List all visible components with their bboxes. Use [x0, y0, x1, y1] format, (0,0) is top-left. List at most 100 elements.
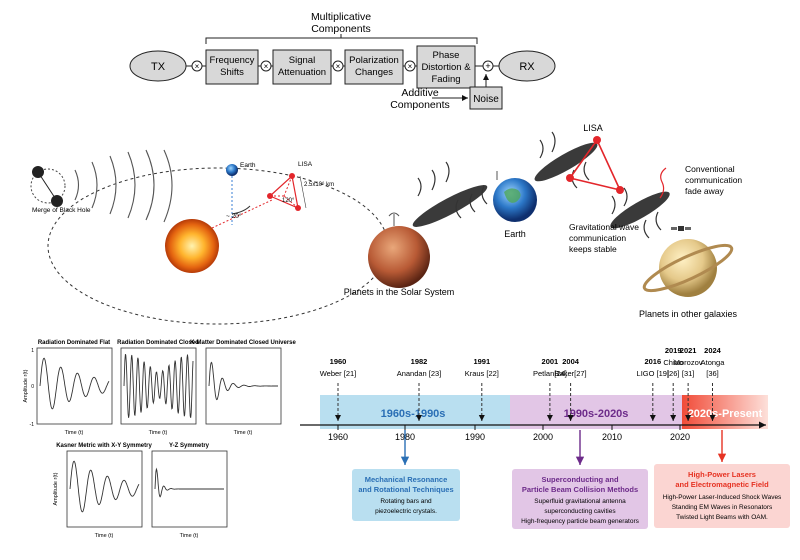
plot-ylabel: Amplitude r(t) [53, 472, 59, 505]
arm-length-marker [299, 175, 307, 209]
method-box-superconducting: Superconducting and Particle Beam Collis… [512, 469, 648, 529]
event-name: Atonga [701, 358, 726, 367]
box-title: High-Power Lasers [688, 470, 756, 479]
saturn-planet-icon [659, 239, 717, 297]
multiply-node [191, 60, 203, 72]
multiplicative-brace [205, 34, 478, 44]
multiply-symbol: × [264, 62, 269, 71]
event-year: 1982 [411, 357, 428, 366]
multiply-symbol: × [336, 62, 341, 71]
axis-tick-label: 1990 [465, 432, 485, 442]
multiply-node [260, 60, 272, 72]
earth-continent [504, 188, 521, 203]
event-name: Baker[27] [555, 369, 587, 378]
galaxy-lisa-triangle [568, 138, 622, 192]
box-line: superconducting cavities [544, 508, 616, 515]
box-title: and Rotational Techniques [358, 485, 453, 494]
block-text: Fading [431, 74, 460, 85]
block-text: Shifts [220, 67, 244, 78]
box-line: Twisted Light Beams with OAM. [676, 514, 768, 521]
add-node [482, 60, 494, 72]
event-year: 2016 [644, 357, 661, 366]
channel-model: TX RX × × × × + Frequency Shifts Signal [129, 11, 556, 111]
box-title: Superconducting and [541, 475, 619, 484]
multiply-node [332, 60, 344, 72]
merger-orbit [30, 168, 66, 204]
method-box-lasers: High-Power Lasers and Electromagnetic Fi… [654, 464, 790, 528]
gw-beam-right [534, 131, 598, 189]
plot-ytick: 1 [31, 348, 34, 354]
additive-label: Additive [401, 87, 439, 99]
gw-beam-left [412, 161, 488, 227]
galaxy-lisa-label: LISA [583, 123, 603, 133]
event-name: [26] [667, 369, 680, 378]
plot-kasner-xy: Kasner Metric with X-Y Symmetry Time (t)… [53, 443, 152, 539]
event-name: Kraus [22] [465, 369, 499, 378]
saturn-ring [642, 243, 734, 293]
block-text: Changes [355, 67, 393, 78]
event-name: Weber [21] [320, 369, 357, 378]
lisa-inner [283, 195, 299, 209]
box-line: Rotating bars and [380, 498, 432, 505]
event-name: LIGO [19] [637, 369, 670, 378]
plot-ytick: -1 [30, 422, 35, 428]
plot-kmatter-closed: K-Matter Dominated Closed Universe Time … [190, 340, 296, 436]
axis-tick-label: 1960 [328, 432, 348, 442]
galaxy-lisa-satellite [593, 136, 601, 144]
plot-title: Kasner Metric with X-Y Symmetry [56, 443, 152, 449]
lisa-satellite [295, 205, 301, 211]
event-year: 2019 [665, 346, 682, 355]
plot-xlabel: Time (t) [180, 533, 199, 539]
timeline: 1960s-1990s 1990s-2020s 2020s-Present 19… [300, 346, 790, 529]
wave-plots: Radiation Dominated Flat Time (t) Amplit… [23, 340, 297, 539]
box-line: High-Power Laser-Induced Shock Waves [663, 494, 782, 501]
satellite-icon [671, 226, 691, 231]
angle-120-label: 120° [282, 198, 295, 204]
gw-beam-lower [610, 187, 670, 239]
rx-label: RX [519, 61, 535, 73]
block-text: Signal [289, 55, 315, 66]
orbit-diagram: Merge of Black Hole Earth ~ 20° LISA 120… [30, 149, 389, 325]
method-box-mechanical: Mechanical Resonance and Rotational Tech… [352, 469, 460, 521]
multiplicative-label: Components [311, 23, 371, 35]
event-year: 2021 [680, 346, 697, 355]
plot-xlabel: Time (t) [149, 430, 168, 436]
block-polarization-changes: Polarization Changes [344, 49, 404, 85]
additive-label: Components [390, 99, 450, 111]
event-name: [31] [682, 369, 695, 378]
event-name: Chiao [663, 358, 683, 367]
planets-other-label: Planets in other galaxies [639, 309, 738, 319]
event-name: [36] [706, 369, 719, 378]
galaxy-earth-label: Earth [504, 229, 526, 239]
era-label-1: 1960s-1990s [381, 408, 446, 420]
event-year: 2024 [704, 346, 722, 355]
lisa-sun-line [211, 199, 273, 229]
axis-tick-label: 2020 [670, 432, 690, 442]
mars-planet-icon [368, 226, 430, 288]
plot-title: Y-Z Symmetry [169, 443, 210, 449]
plot-title: K-Matter Dominated Closed Universe [190, 340, 296, 346]
plot-ylabel: Amplitude r(t) [23, 369, 29, 402]
block-text: Attenuation [278, 67, 326, 78]
plot-title: Radiation Dominated Closed [117, 340, 199, 346]
event-year: 1991 [473, 357, 490, 366]
galaxy-lisa-satellite [616, 186, 624, 194]
gw-label: keeps stable [569, 244, 617, 254]
antenna-dish [388, 212, 400, 217]
gw-arcs [74, 149, 173, 223]
multiply-node [404, 60, 416, 72]
merger-link [37, 171, 58, 202]
merge-label: Merge of Black Hole [32, 207, 91, 214]
block-signal-attenuation: Signal Attenuation [272, 49, 332, 85]
event-year: 1960 [330, 357, 347, 366]
orbit-earth-label: Earth [240, 162, 256, 169]
era-band-3 [682, 395, 768, 429]
plot-xlabel: Time (t) [234, 430, 253, 436]
plot-yz-symmetry: Y-Z Symmetry Time (t) [151, 443, 228, 539]
angle-arc [231, 205, 251, 215]
block-text: Phase [433, 50, 460, 61]
block-phase-distortion: Phase Distortion & Fading [416, 45, 476, 89]
event-year: 2004 [562, 357, 580, 366]
